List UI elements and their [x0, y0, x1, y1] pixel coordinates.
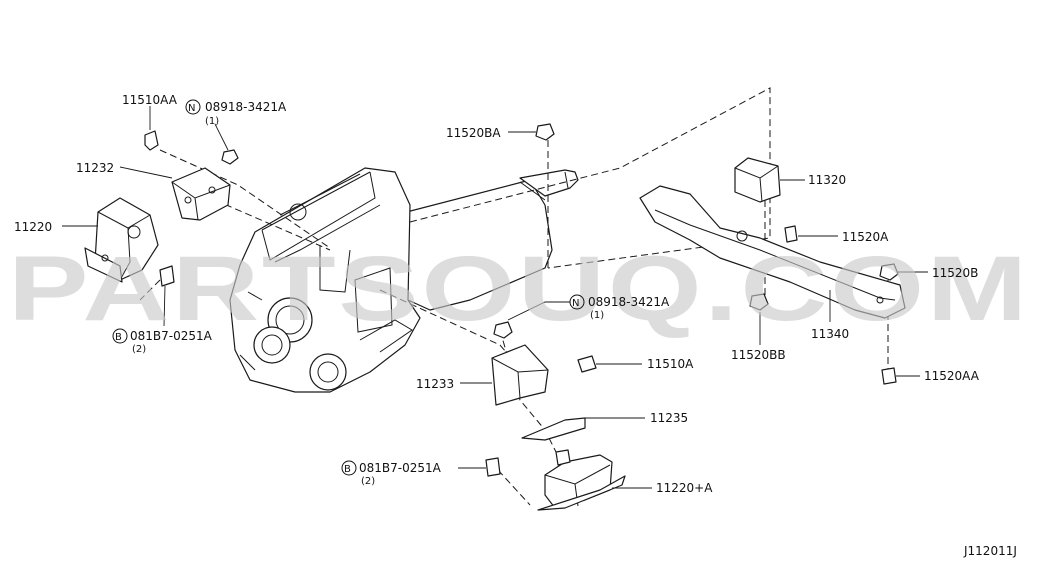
label-11520B: 11520B	[932, 266, 978, 280]
marker-letter-n: N	[188, 103, 195, 114]
nut-11520BA	[535, 123, 555, 141]
nut-marker-icon	[569, 294, 585, 310]
bolt-11520A	[784, 225, 798, 243]
bolt-marker-icon	[341, 460, 357, 476]
label-11520BA: 11520BA	[446, 126, 501, 140]
nut-08918-top	[221, 149, 239, 165]
bolt-11510AA	[144, 130, 159, 151]
rear-mount-11320	[734, 157, 781, 203]
label-11235: 11235	[650, 411, 688, 425]
bolt-081B7-left	[159, 265, 175, 287]
label-08918-mid-qty: (1)	[590, 310, 604, 321]
fasteners	[144, 123, 899, 477]
nut-11520B	[879, 263, 899, 281]
label-081B7-left-qty: (2)	[132, 344, 146, 355]
engine-assembly	[229, 167, 579, 393]
label-081B7-bot-code: 081B7-0251A	[359, 461, 442, 475]
marker-letter-n: N	[572, 298, 579, 309]
label-11520A: 11520A	[842, 230, 889, 244]
marker-letter-b: B	[344, 464, 351, 475]
bolt-marker-icon	[112, 328, 128, 344]
bolt-11510A	[577, 355, 597, 373]
label-08918-mid-code: 08918-3421A	[588, 295, 670, 309]
nut-08918-mid	[493, 321, 513, 339]
washer-11520BB	[749, 293, 769, 311]
left-mount-bracket	[171, 167, 231, 221]
label-08918-top-qty: (1)	[205, 116, 219, 127]
stud-mount	[555, 449, 571, 466]
label-08918-top-code: 08918-3421A	[205, 100, 287, 114]
part-labels: 11510AA N 08918-3421A (1) 11232 11220 B …	[14, 93, 1017, 558]
crossmember-11340	[639, 185, 906, 319]
label-11220A: 11220+A	[656, 481, 713, 495]
label-11320: 11320	[808, 173, 846, 187]
left-engine-mount	[84, 197, 159, 283]
label-11510A: 11510A	[647, 357, 694, 371]
label-081B7-bot-qty: (2)	[361, 476, 375, 487]
label-11233: 11233	[416, 377, 454, 391]
nut-marker-icon	[185, 99, 201, 115]
label-11510AA: 11510AA	[122, 93, 178, 107]
insulator-plate	[521, 417, 586, 441]
label-11340: 11340	[811, 327, 849, 341]
label-11220: 11220	[14, 220, 52, 234]
watermark: PARTSOUQ.COM	[8, 238, 1030, 340]
bolt-11520AA	[881, 367, 897, 385]
marker-letter-b: B	[115, 332, 122, 343]
label-11520AA: 11520AA	[924, 369, 980, 383]
label-081B7-left-code: 081B7-0251A	[130, 329, 213, 343]
bolt-081B7-bot	[485, 457, 501, 477]
right-mount-bracket	[491, 344, 549, 406]
label-11520BB: 11520BB	[731, 348, 786, 362]
label-11232: 11232	[76, 161, 114, 175]
leader-lines	[62, 106, 928, 489]
figure-code: J112011J	[963, 544, 1017, 558]
right-engine-mount	[537, 454, 626, 511]
